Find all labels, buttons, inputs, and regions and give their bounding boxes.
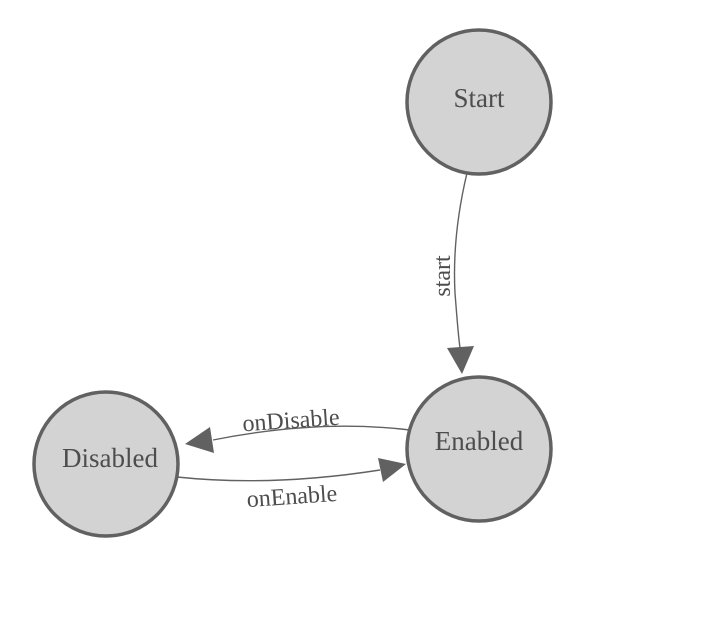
disabled-node-label: Disabled	[62, 443, 158, 473]
start-edge-line	[453, 172, 468, 349]
arrowhead-disabled-to-enabled-icon	[378, 458, 406, 482]
start-edge-label: start	[430, 255, 456, 297]
state-node-enabled: Enabled	[405, 375, 553, 523]
state-node-start: Start	[405, 28, 553, 176]
state-node-disabled: Disabled	[32, 390, 180, 538]
edge-start-transition: start	[430, 172, 474, 374]
on-disable-edge-label: onDisable	[242, 405, 341, 438]
disabled-node-circle	[32, 390, 180, 538]
edge-on-disable: onDisable	[185, 405, 411, 453]
on-enable-edge-label: onEnable	[246, 481, 338, 513]
enabled-node-label: Enabled	[435, 426, 524, 456]
on-enable-edge-line	[176, 469, 381, 482]
start-node-label: Start	[454, 83, 505, 113]
arrowhead-start-to-enabled-icon	[447, 346, 474, 374]
enabled-node-circle	[405, 375, 553, 523]
edge-on-enable: onEnable	[176, 458, 406, 513]
arrowhead-enabled-to-disabled-icon	[185, 427, 214, 453]
on-disable-edge-line	[212, 425, 411, 441]
start-node-circle	[405, 28, 553, 176]
